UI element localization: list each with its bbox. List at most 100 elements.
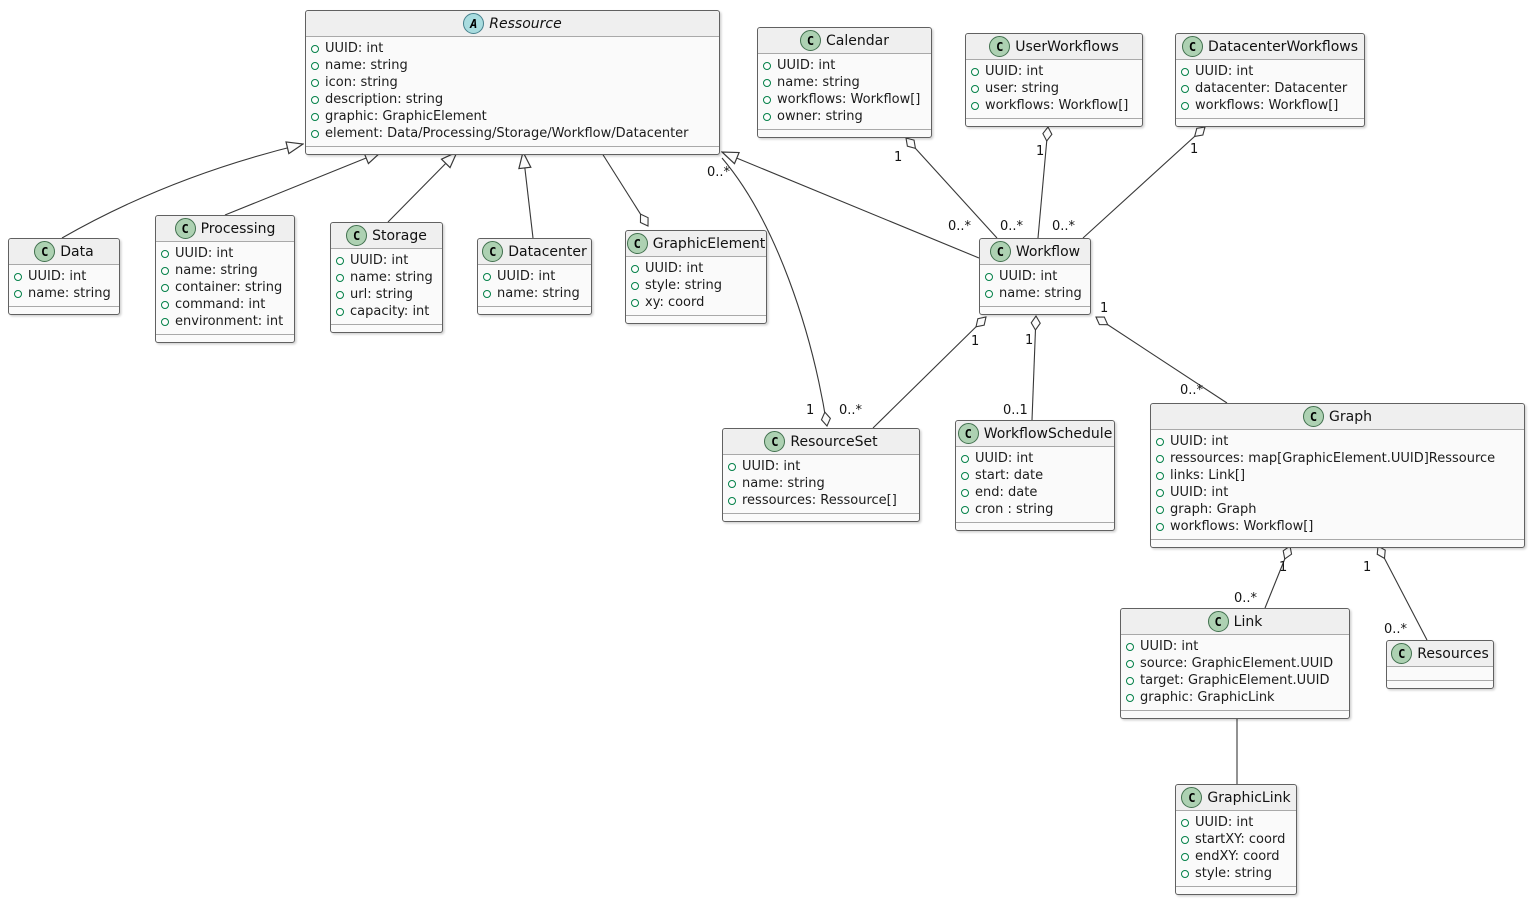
aggregation-line [872, 317, 986, 429]
multiplicity-label: 1 [1279, 560, 1287, 575]
attribute-text: UUID: int [1195, 815, 1254, 830]
attribute-text: workflows: Workflow[] [1195, 98, 1339, 113]
attribute-text: workflows: Workflow[] [777, 92, 921, 107]
methods-compartment [980, 307, 1090, 314]
methods-compartment [1176, 887, 1296, 894]
field-visibility-icon [961, 471, 969, 480]
attribute-row: source: GraphicElement.UUID [1126, 655, 1343, 672]
attribute-text: UUID: int [1195, 64, 1254, 79]
attribute-row: cron : string [961, 501, 1108, 518]
aggregation-line [1264, 546, 1290, 609]
field-visibility-icon [161, 300, 169, 309]
field-visibility-icon [1156, 471, 1164, 480]
attribute-text: UUID: int [975, 451, 1034, 466]
inheritance-line [61, 144, 303, 239]
field-visibility-icon [1156, 505, 1164, 514]
aggregation-line [721, 157, 827, 426]
field-visibility-icon [1156, 454, 1164, 463]
class-name: Link [1233, 613, 1263, 630]
attributes-compartment: UUID: int ressources: map[GraphicElement.… [1151, 430, 1524, 540]
attribute-row: element: Data/Processing/Storage/Workflo… [311, 125, 713, 142]
attribute-text: ressources: map[GraphicElement.UUID]Ress… [1170, 451, 1496, 466]
multiplicity-label: 0..* [1180, 383, 1204, 398]
attribute-row: UUID: int [161, 245, 288, 262]
class-name: Processing [200, 220, 276, 237]
class-name: UserWorkflows [1015, 38, 1119, 55]
attribute-text: UUID: int [985, 64, 1044, 79]
class-name: WorkflowSchedule [983, 425, 1113, 442]
field-visibility-icon [971, 101, 979, 110]
class-circle-icon: C [1181, 36, 1203, 57]
field-visibility-icon [631, 281, 639, 290]
field-visibility-icon [961, 454, 969, 463]
attribute-row: description: string [311, 91, 713, 108]
attribute-text: graph: Graph [1170, 502, 1257, 517]
attribute-row: name: string [985, 285, 1084, 302]
field-visibility-icon [483, 272, 491, 281]
field-visibility-icon [971, 84, 979, 93]
class-circle-icon: C [1181, 787, 1203, 808]
attribute-row: UUID: int [483, 268, 585, 285]
attribute-row: UUID: int [1156, 433, 1518, 450]
attribute-row: startXY: coord [1181, 831, 1290, 848]
class-name: Graph [1329, 408, 1372, 425]
attribute-text: environment: int [175, 314, 284, 329]
aggregation-line [1037, 127, 1048, 239]
multiplicity-label: 1 [1036, 144, 1044, 159]
aggregation-line [1032, 316, 1036, 421]
field-visibility-icon [1156, 522, 1164, 531]
class-name: DatacenterWorkflows [1207, 38, 1359, 55]
inheritance-line [722, 152, 980, 259]
attribute-row: environment: int [161, 313, 288, 330]
attribute-row: container: string [161, 279, 288, 296]
field-visibility-icon [971, 67, 979, 76]
multiplicity-label: 1 [1025, 333, 1033, 348]
attribute-text: element: Data/Processing/Storage/Workflo… [325, 126, 689, 141]
methods-compartment [956, 523, 1114, 530]
attribute-text: owner: string [777, 109, 863, 124]
attribute-row: UUID: int [1181, 63, 1358, 80]
multiplicity-label: 0..* [1234, 591, 1258, 606]
attribute-row: workflows: Workflow[] [763, 91, 925, 108]
attribute-row: name: string [763, 74, 925, 91]
class-circle-icon: C [957, 423, 979, 444]
field-visibility-icon [483, 289, 491, 298]
multiplicity-label: 1 [806, 403, 814, 418]
attribute-text: xy: coord [645, 295, 705, 310]
multiplicity-label: 1 [894, 150, 902, 165]
attribute-text: target: GraphicElement.UUID [1140, 673, 1330, 688]
field-visibility-icon [311, 44, 319, 53]
class-name: Workflow [1015, 243, 1081, 260]
field-visibility-icon [1181, 84, 1189, 93]
attribute-text: capacity: int [350, 304, 430, 319]
attribute-text: UUID: int [777, 58, 836, 73]
attribute-row: UUID: int [971, 63, 1136, 80]
class-name: Storage [372, 227, 427, 244]
attribute-text: cron : string [975, 502, 1054, 517]
attribute-text: UUID: int [1170, 434, 1229, 449]
attributes-compartment [1387, 667, 1493, 681]
field-visibility-icon [631, 298, 639, 307]
attribute-text: datacenter: Datacenter [1195, 81, 1348, 96]
class-name: ResourceSet [790, 433, 878, 450]
multiplicity-label: 0..1 [1003, 403, 1028, 418]
field-visibility-icon [1181, 67, 1189, 76]
attribute-row: links: Link[] [1156, 467, 1518, 484]
multiplicity-label: 0..* [1384, 622, 1408, 637]
multiplicity-label: 0..* [707, 165, 731, 180]
attribute-row: ressources: map[GraphicElement.UUID]Ress… [1156, 450, 1518, 467]
attribute-text: name: string [350, 270, 433, 285]
class-circle-icon: C [482, 241, 504, 262]
attribute-row: UUID: int [763, 57, 925, 74]
